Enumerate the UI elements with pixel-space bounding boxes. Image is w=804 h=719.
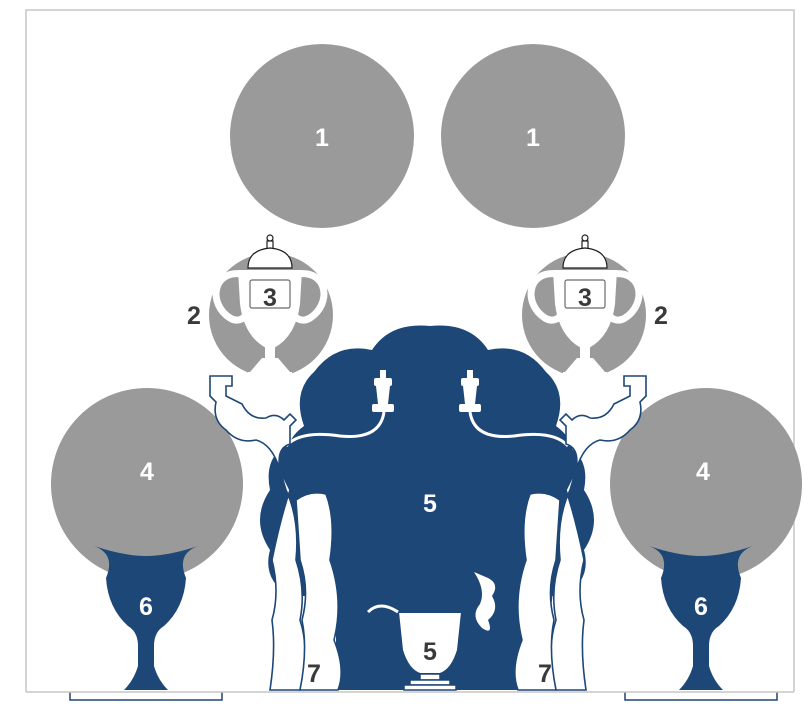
label-basin: 5 — [423, 638, 437, 666]
pedestal-right — [625, 692, 777, 700]
label-candlestick-right: 7 — [538, 660, 552, 688]
label-dish-right: 4 — [696, 458, 710, 486]
label-goblet-left: 6 — [139, 593, 153, 621]
label-dish-left: 4 — [140, 458, 154, 486]
label-candlestick-left: 7 — [307, 660, 321, 688]
label-plaque-left: 2 — [187, 302, 201, 330]
label-goblet-right: 6 — [694, 593, 708, 621]
label-plate-right: 1 — [526, 124, 540, 152]
label-plaque-right: 2 — [654, 302, 668, 330]
label-sconce: 5 — [423, 490, 437, 518]
label-plate-left: 1 — [315, 124, 329, 152]
label-cup-left: 3 — [263, 284, 277, 312]
label-cup-right: 3 — [578, 284, 592, 312]
pedestal-left — [70, 692, 222, 700]
